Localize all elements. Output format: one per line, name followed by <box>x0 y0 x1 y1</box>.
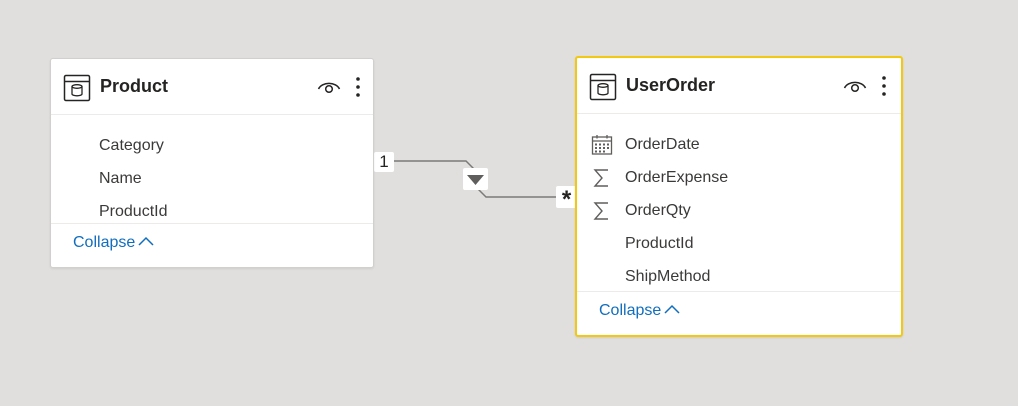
table-icon <box>589 73 617 101</box>
sum-icon <box>593 202 608 220</box>
collapse-label: Collapse <box>599 302 662 319</box>
userorder-table-card[interactable]: UserOrder OrderDate <box>575 56 903 337</box>
eye-icon[interactable] <box>843 77 867 95</box>
chevron-up-icon <box>138 237 154 246</box>
field-label: OrderQty <box>625 202 691 219</box>
single-direction-arrow-icon <box>467 175 484 185</box>
field-label: ShipMethod <box>625 268 711 285</box>
field-row[interactable]: Category <box>51 129 373 162</box>
table-icon <box>63 74 91 102</box>
field-label: OrderExpense <box>625 169 729 186</box>
field-row[interactable]: ProductId <box>577 227 901 260</box>
field-row[interactable]: OrderDate <box>577 128 901 161</box>
more-options-icon[interactable] <box>879 74 889 98</box>
field-label: Category <box>99 137 164 154</box>
cardinality-one-label: 1 <box>374 152 394 172</box>
chevron-up-icon <box>664 305 680 314</box>
field-row[interactable]: OrderQty <box>577 194 901 227</box>
table-title: UserOrder <box>626 75 716 95</box>
field-row[interactable]: Name <box>51 162 373 195</box>
more-options-icon[interactable] <box>353 75 363 99</box>
field-label: Name <box>99 170 142 187</box>
table-title: Product <box>100 76 169 96</box>
field-label: ProductId <box>625 235 694 252</box>
collapse-button[interactable]: Collapse <box>73 234 154 252</box>
field-list: OrderDate OrderExpense OrderQty ProductI… <box>577 128 901 293</box>
product-table-card[interactable]: Product Category Name ProductId Collapse <box>50 58 374 268</box>
collapse-button[interactable]: Collapse <box>599 302 680 320</box>
field-list: Category Name ProductId <box>51 129 373 228</box>
field-row[interactable]: ShipMethod <box>577 260 901 293</box>
sum-icon <box>593 169 608 187</box>
calendar-icon <box>591 135 613 155</box>
field-label: OrderDate <box>625 136 700 153</box>
table-footer: Collapse <box>577 291 901 335</box>
field-label: ProductId <box>99 203 168 220</box>
collapse-label: Collapse <box>73 234 136 251</box>
field-row[interactable]: ProductId <box>51 195 373 228</box>
table-footer: Collapse <box>51 223 373 267</box>
field-row[interactable]: OrderExpense <box>577 161 901 194</box>
cardinality-many-label: * <box>556 186 577 213</box>
product-table-header[interactable]: Product <box>51 59 373 115</box>
eye-icon[interactable] <box>317 78 341 96</box>
userorder-table-header[interactable]: UserOrder <box>577 58 901 114</box>
